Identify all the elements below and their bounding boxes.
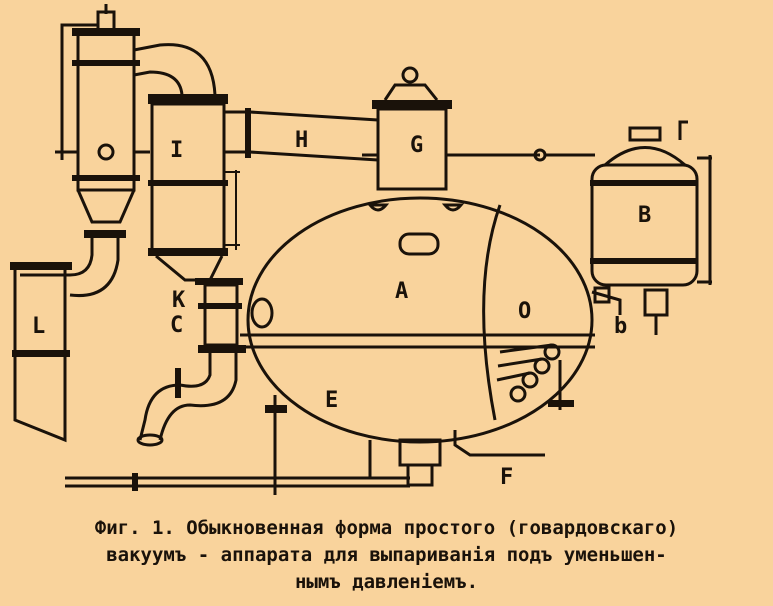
coils-O xyxy=(496,343,561,403)
label-G: G xyxy=(410,133,423,158)
label-K: K xyxy=(172,288,186,313)
label-E: E xyxy=(325,388,338,413)
left-column xyxy=(20,4,150,298)
condenser-I xyxy=(148,94,240,282)
label-I: I xyxy=(170,138,183,163)
pipe-F xyxy=(65,473,410,491)
caption-line-1: Фиг. 1. Обыкновенная форма простого (гов… xyxy=(94,517,679,539)
label-b: b xyxy=(614,314,627,339)
receiver-B xyxy=(590,120,712,335)
elbow-pipe xyxy=(133,43,217,96)
caption-line-3: нымъ давленіемъ. xyxy=(294,571,479,593)
elbow-pipe-inner xyxy=(133,70,184,96)
figure-caption: Фиг. 1. Обыкновенная форма простого (гов… xyxy=(0,515,773,596)
label-O: O xyxy=(518,299,531,324)
label-H: H xyxy=(295,128,308,153)
label-A: A xyxy=(395,279,408,304)
pipe-H xyxy=(224,108,379,162)
dome-G xyxy=(362,66,595,212)
vacuum-apparatus-drawing: I H G B A K C O b L E F xyxy=(10,4,712,495)
label-B: B xyxy=(638,203,651,228)
joint-C xyxy=(136,278,274,447)
label-L: L xyxy=(32,314,45,339)
label-F: F xyxy=(500,465,513,490)
column-L xyxy=(10,262,72,443)
label-C: C xyxy=(170,313,183,338)
caption-line-2: вакуумъ - аппарата для выпариванія подъ … xyxy=(106,544,667,566)
